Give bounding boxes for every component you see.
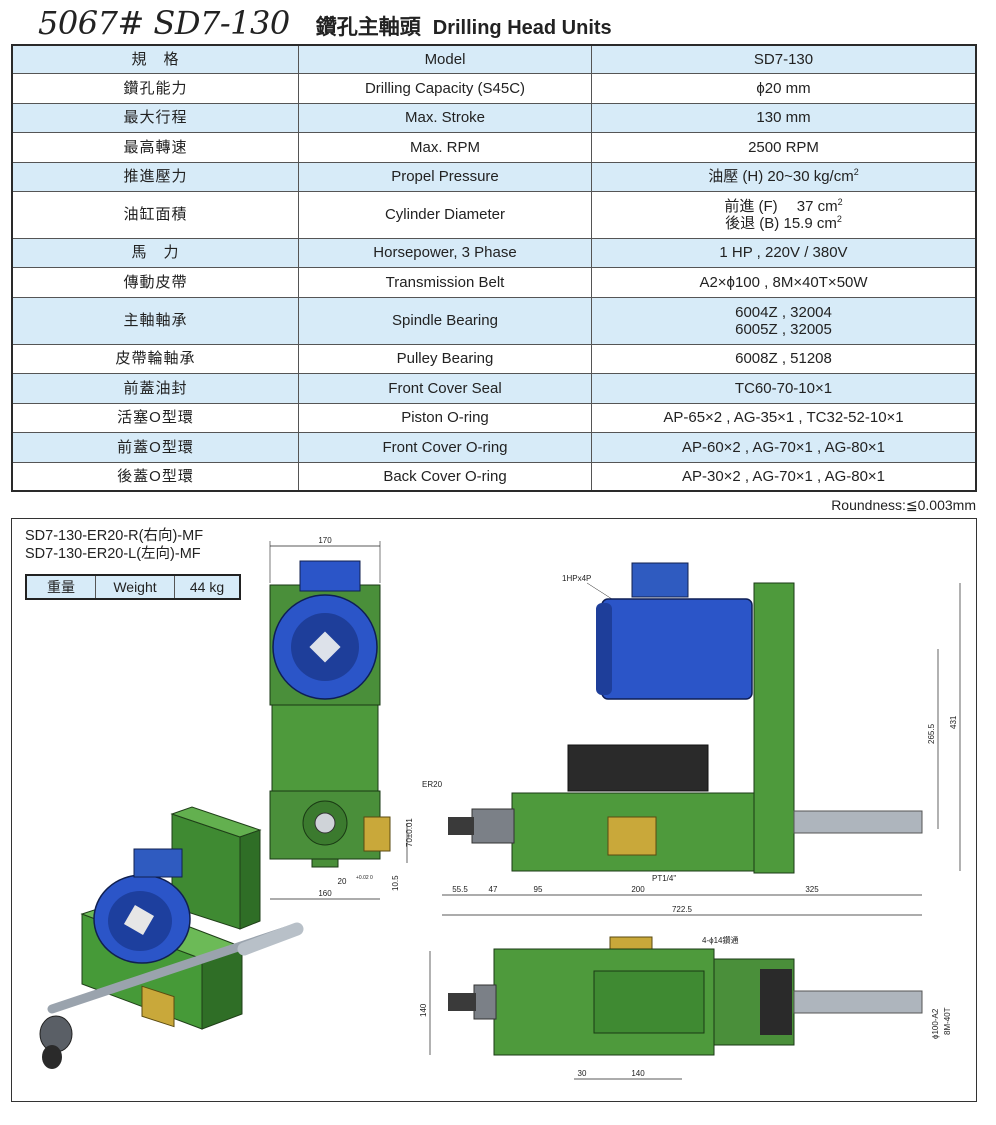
- table-row: 傳動皮帶 Transmission Belt A2×ϕ100 , 8M×40T×…: [11, 266, 977, 298]
- model-number: 5067# SD7-130: [38, 4, 290, 42]
- spec-label-en: Drilling Capacity (S45C): [298, 72, 592, 104]
- spec-label-en: Max. RPM: [298, 131, 592, 163]
- table-row: 規 格 Model SD7-130: [11, 44, 977, 74]
- dim-140-h: 140: [631, 1069, 645, 1078]
- drawing-panel: SD7-130-ER20-R(右向)-MF SD7-130-ER20-L(左向)…: [11, 518, 977, 1102]
- spec-label-zh: 主軸軸承: [11, 296, 299, 345]
- title-zh: 鑽孔主軸頭: [315, 15, 421, 39]
- spec-value: 6008Z , 51208: [591, 343, 977, 374]
- table-row: 最大行程 Max. Stroke 130 mm: [11, 102, 977, 133]
- title-en: Drilling Head Units: [432, 17, 612, 39]
- table-row: 後蓋O型環 Back Cover O-ring AP-30×2 , AG-70×…: [11, 461, 977, 492]
- spec-label-en: Back Cover O-ring: [298, 461, 592, 492]
- spec-label-en: Front Cover O-ring: [298, 431, 592, 463]
- table-row: 主軸軸承 Spindle Bearing 6004Z , 32004 6005Z…: [11, 296, 977, 345]
- dim-325: 325: [805, 885, 819, 894]
- label-pulley: ϕ100-A2: [931, 1008, 940, 1039]
- spec-label-en: Piston O-ring: [298, 402, 592, 433]
- spec-value: TC60-70-10×1: [591, 372, 977, 404]
- weight-value: 44 kg: [174, 574, 241, 600]
- spec-label-zh: 傳動皮帶: [11, 266, 299, 298]
- dim-200: 200: [631, 885, 645, 894]
- label-belt: 8M-40T: [943, 1007, 952, 1035]
- table-row: 最高轉速 Max. RPM 2500 RPM: [11, 131, 977, 163]
- spec-label-en: Cylinder Diameter: [298, 190, 592, 239]
- spec-label-zh: 馬 力: [11, 237, 299, 268]
- spec-label-zh: 皮帶輪軸承: [11, 343, 299, 374]
- table-row: 前蓋O型環 Front Cover O-ring AP-60×2 , AG-70…: [11, 431, 977, 463]
- table-row: 馬 力 Horsepower, 3 Phase 1 HP , 220V / 38…: [11, 237, 977, 268]
- spec-value: 130 mm: [591, 102, 977, 133]
- dim-front-h1: 70±0.01: [405, 818, 414, 847]
- spec-value: AP-30×2 , AG-70×1 , AG-80×1: [591, 461, 977, 492]
- spec-label-en: Model: [298, 44, 592, 74]
- spec-value: AP-65×2 , AG-35×1 , TC32-52-10×1: [591, 402, 977, 433]
- dim-front-key-tol: +0.02 0: [356, 875, 373, 881]
- dim-front-base: 160: [318, 889, 332, 898]
- weight-label-zh: 重量: [25, 574, 96, 600]
- table-row: 前蓋油封 Front Cover Seal TC60-70-10×1: [11, 372, 977, 404]
- roundness-note: Roundness:≦0.003mm: [831, 497, 976, 513]
- label-pt: PT1/4": [652, 874, 676, 883]
- spec-label-en: Spindle Bearing: [298, 296, 592, 345]
- spec-value: AP-60×2 , AG-70×1 , AG-80×1: [591, 431, 977, 463]
- variant-right: SD7-130-ER20-R(右向)-MF: [25, 528, 204, 544]
- dim-140-v: 140: [419, 1003, 428, 1017]
- label-holes: 4-ϕ14鑽通: [702, 935, 739, 945]
- dim-55: 55.5: [452, 885, 468, 894]
- spec-value: 1 HP , 220V / 380V: [591, 237, 977, 268]
- spec-label-zh: 活塞O型環: [11, 402, 299, 433]
- technical-drawings: 170 160 70±0.01 10.5 20 +0.02 0 1HPx4P: [39, 536, 961, 1080]
- variant-list: SD7-130-ER20-R(右向)-MF SD7-130-ER20-L(左向)…: [25, 527, 203, 563]
- table-row: 油缸面積 Cylinder Diameter 前進 (F) 37 cm2 後退 …: [11, 190, 977, 239]
- spec-label-en: Max. Stroke: [298, 102, 592, 133]
- spec-label-zh: 最大行程: [11, 102, 299, 133]
- dim-total: 722.5: [672, 905, 693, 914]
- side-view: 1HPx4P ER20 PT1/4" 55.5 47 95 200 325 72…: [422, 562, 961, 916]
- top-view: 4-ϕ14鑽通 140 30 140 ϕ100-A2 8M-40T: [419, 935, 952, 1080]
- table-row: 推進壓力 Propel Pressure 油壓 (H) 20~30 kg/cm2: [11, 161, 977, 192]
- label-er20: ER20: [422, 780, 443, 789]
- dim-431: 431: [949, 715, 958, 729]
- spec-value: SD7-130: [591, 44, 977, 74]
- front-view: 170 160 70±0.01 10.5 20 +0.02 0: [269, 536, 414, 900]
- spec-value: 2500 RPM: [591, 131, 977, 163]
- spec-label-zh: 後蓋O型環: [11, 461, 299, 492]
- weight-label-en: Weight: [95, 574, 175, 600]
- dim-front-h2: 10.5: [391, 875, 400, 891]
- spec-table: 規 格 Model SD7-130 鑽孔能力 Drilling Capacity…: [11, 44, 977, 492]
- dim-30: 30: [578, 1069, 587, 1078]
- spec-value: 前進 (F) 37 cm2 後退 (B) 15.9 cm2: [591, 190, 977, 239]
- spec-label-zh: 前蓋O型環: [11, 431, 299, 463]
- isometric-view: [39, 806, 304, 1069]
- table-row: 皮帶輪軸承 Pulley Bearing 6008Z , 51208: [11, 343, 977, 374]
- page-header: 5067# SD7-130 鑽孔主軸頭 Drilling Head Units: [38, 4, 612, 44]
- spec-value: 油壓 (H) 20~30 kg/cm2: [591, 161, 977, 192]
- spec-label-zh: 推進壓力: [11, 161, 299, 192]
- variant-left: SD7-130-ER20-L(左向)-MF: [25, 546, 201, 562]
- spec-label-zh: 前蓋油封: [11, 372, 299, 404]
- spec-label-en: Horsepower, 3 Phase: [298, 237, 592, 268]
- dim-95: 95: [534, 885, 543, 894]
- spec-label-en: Pulley Bearing: [298, 343, 592, 374]
- dim-front-key: 20: [338, 877, 347, 886]
- spec-label-zh: 規 格: [11, 44, 299, 74]
- table-row: 活塞O型環 Piston O-ring AP-65×2 , AG-35×1 , …: [11, 402, 977, 433]
- spec-label-en: Transmission Belt: [298, 266, 592, 298]
- spec-label-en: Propel Pressure: [298, 161, 592, 192]
- spec-value: ϕ20 mm: [591, 72, 977, 104]
- spec-label-zh: 鑽孔能力: [11, 72, 299, 104]
- dim-47: 47: [489, 885, 498, 894]
- dim-265: 265.5: [927, 723, 936, 744]
- weight-table: 重量 Weight 44 kg: [25, 574, 241, 600]
- spec-value: 6004Z , 32004 6005Z , 32005: [591, 296, 977, 345]
- label-motor: 1HPx4P: [562, 574, 591, 583]
- spec-label-zh: 最高轉速: [11, 131, 299, 163]
- dim-front-width: 170: [318, 536, 332, 545]
- spec-value: A2×ϕ100 , 8M×40T×50W: [591, 266, 977, 298]
- table-row: 鑽孔能力 Drilling Capacity (S45C) ϕ20 mm: [11, 72, 977, 104]
- spec-label-zh: 油缸面積: [11, 190, 299, 239]
- spec-label-en: Front Cover Seal: [298, 372, 592, 404]
